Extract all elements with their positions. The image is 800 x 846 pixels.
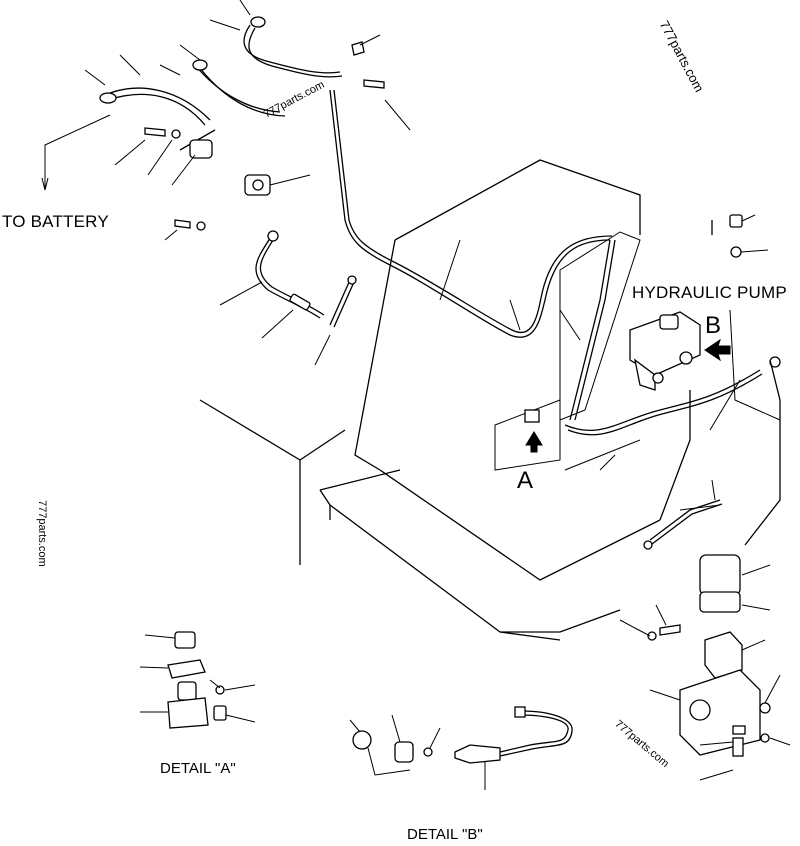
hydraulic-pump [629, 311, 731, 391]
battery-relay [144, 41, 385, 231]
to-battery-label: TO BATTERY [2, 212, 109, 231]
detail-a-parts [167, 631, 227, 729]
detail-a-label: DETAIL "A" [160, 760, 236, 777]
lower-harness [255, 230, 357, 328]
hydraulic-pump-label: HYDRAULIC PUMP [632, 283, 787, 302]
view-a-area [494, 399, 561, 471]
battery-cables [99, 16, 343, 151]
machine-body-outline [199, 159, 691, 641]
detail-b-label: DETAIL "B" [407, 826, 483, 843]
watermark: 777parts.com [36, 500, 48, 567]
view-a-letter: A [517, 467, 534, 494]
main-harness [329, 89, 781, 436]
detail-b-parts [352, 706, 573, 776]
right-assembly [643, 214, 781, 757]
leader-lines [41, 0, 791, 790]
view-b-letter: B [705, 312, 722, 339]
